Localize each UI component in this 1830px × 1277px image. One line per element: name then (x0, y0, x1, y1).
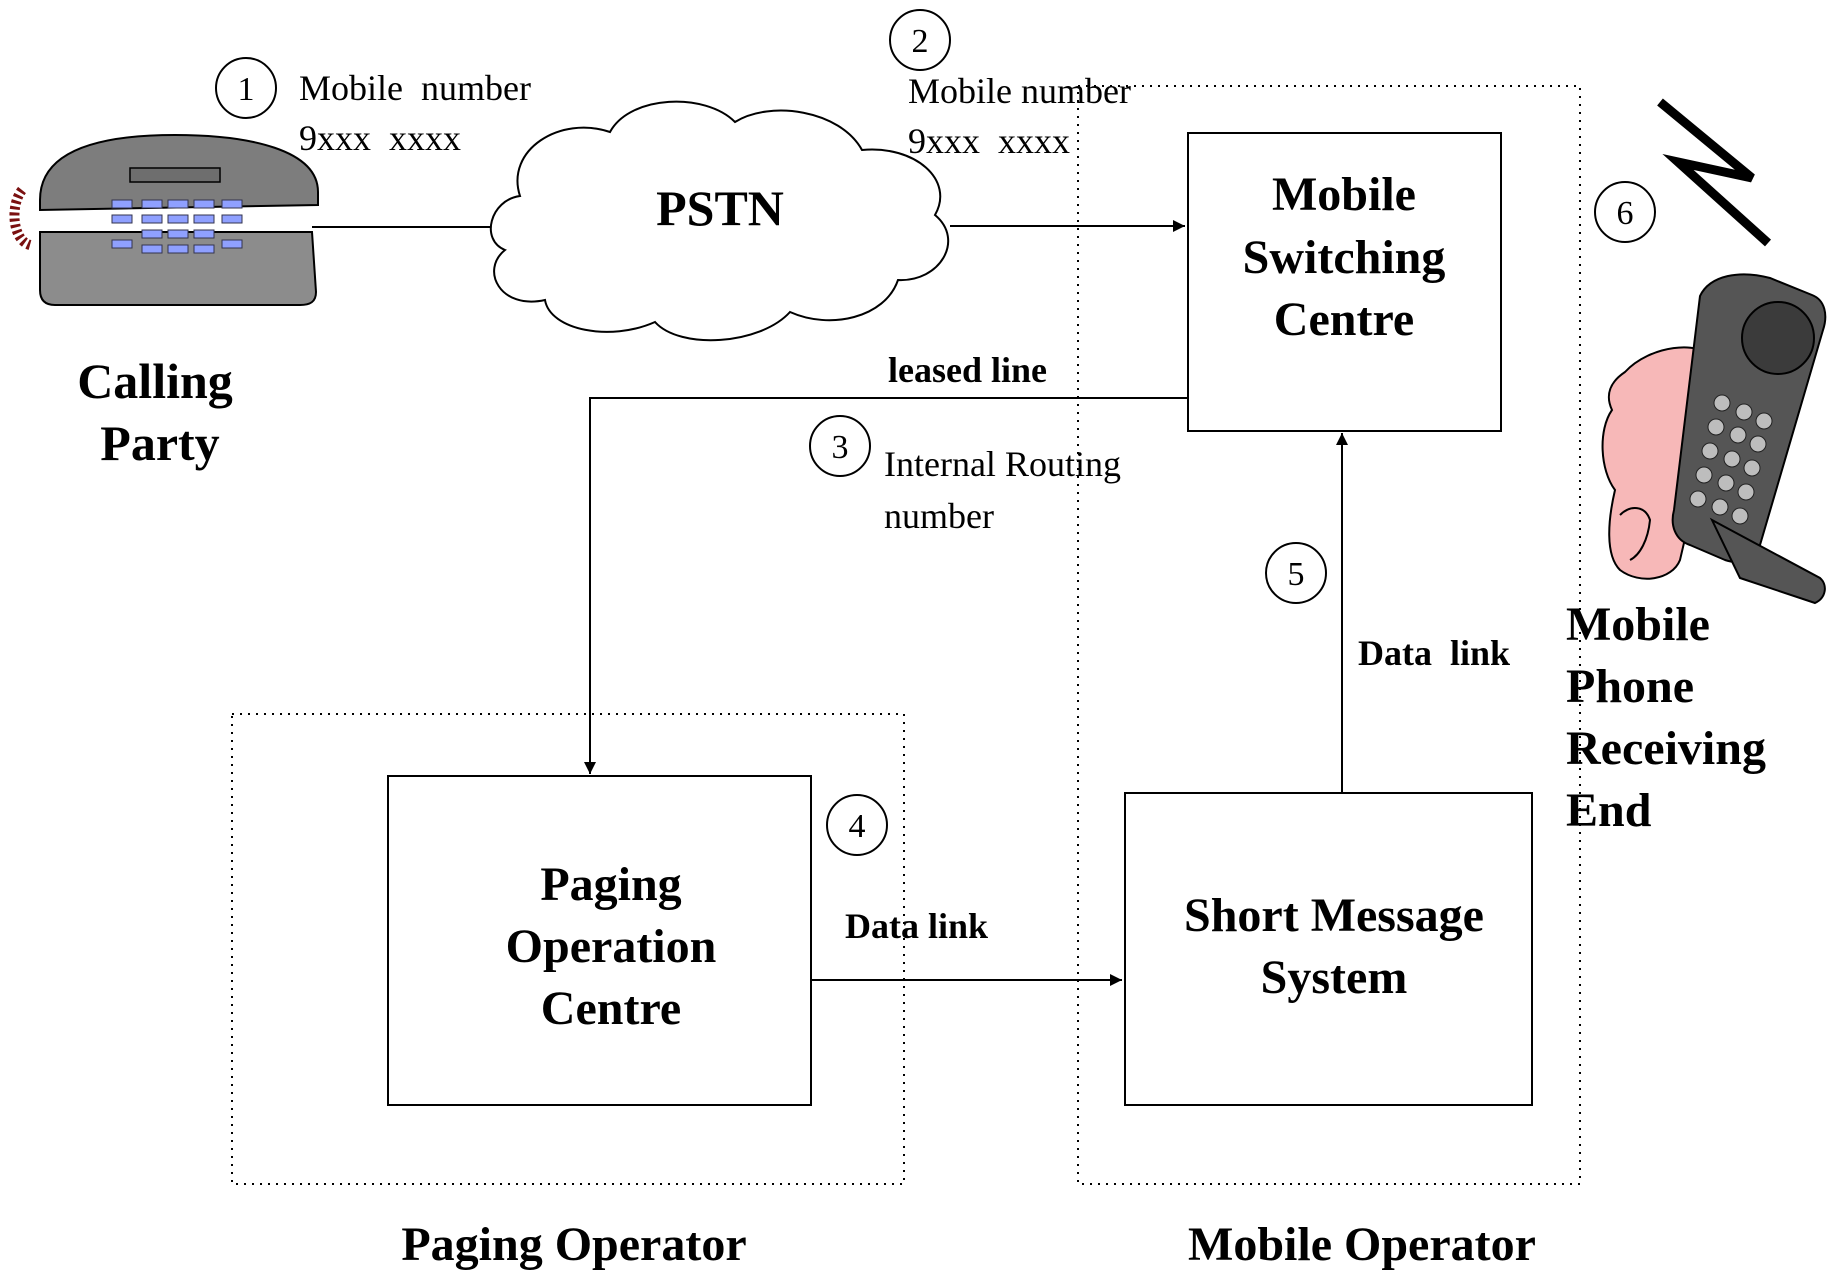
calling-party-label-line-2: Party (100, 415, 219, 471)
mobile-operator-label: Mobile Operator (1188, 1218, 1536, 1271)
sms-label-line-1: Short Message (1184, 889, 1484, 942)
step-2-line-2: 9xxx xxxx (908, 121, 1070, 161)
leased-line-label: leased line (888, 350, 1047, 390)
receiving-end-label-line-3: Receiving (1566, 722, 1766, 775)
msc-label-line-2: Switching (1243, 231, 1446, 284)
data-link-label-sms-msc: Data link (1358, 633, 1510, 673)
msc-label-line-3: Centre (1274, 293, 1414, 346)
step-5-number: 5 (1288, 556, 1305, 593)
sms-label-line-2: System (1261, 951, 1408, 1004)
receiving-end-label-line-1: Mobile (1566, 598, 1710, 651)
receiving-end-label-line-2: Phone (1566, 660, 1694, 713)
step-3: 3 Internal Routing number (809, 415, 1121, 536)
calling-party-label-line-1: Calling (77, 353, 233, 409)
receiving-end-label-line-4: End (1566, 784, 1652, 837)
data-link-label-poc-sms: Data link (845, 906, 988, 946)
step-3-line-1: Internal Routing (884, 444, 1121, 484)
mobile-switching-centre-box[interactable]: Mobile Switching Centre (1187, 132, 1502, 432)
step-3-line-2: number (884, 496, 994, 536)
step-6: 6 (1594, 181, 1656, 243)
pstn-label: PSTN (656, 180, 784, 236)
poc-label-line-1: Paging (540, 858, 681, 911)
step-4-number: 4 (849, 808, 866, 845)
step-3-number: 3 (832, 429, 849, 466)
step-2: 2 Mobile number 9xxx xxxx (889, 9, 1131, 161)
mobile-phone-in-hand-icon (1601, 273, 1827, 605)
step-1-line-1: Mobile number (299, 68, 531, 108)
step-6-number: 6 (1617, 195, 1634, 232)
radio-signal-icon (1657, 98, 1772, 247)
poc-label-line-2: Operation (506, 920, 717, 973)
step-1-number: 1 (238, 71, 255, 108)
step-4: 4 (826, 794, 888, 856)
step-5: 5 (1265, 542, 1327, 604)
step-2-number: 2 (912, 23, 929, 60)
leased-line-connector (584, 397, 1188, 774)
desk-phone-icon (9, 133, 319, 306)
step-1-line-2: 9xxx xxxx (299, 118, 461, 158)
paging-operator-label: Paging Operator (401, 1218, 746, 1271)
short-message-system-box[interactable]: Short Message System (1124, 792, 1533, 1106)
pstn-cloud: PSTN (489, 100, 950, 342)
step-1: 1 Mobile number 9xxx xxxx (215, 57, 531, 158)
msc-label-line-1: Mobile (1272, 168, 1416, 221)
step-2-line-1: Mobile number (908, 71, 1131, 111)
poc-label-line-3: Centre (541, 982, 681, 1035)
paging-operator-region (231, 713, 905, 1185)
paging-operation-centre-box[interactable]: Paging Operation Centre (387, 775, 812, 1106)
